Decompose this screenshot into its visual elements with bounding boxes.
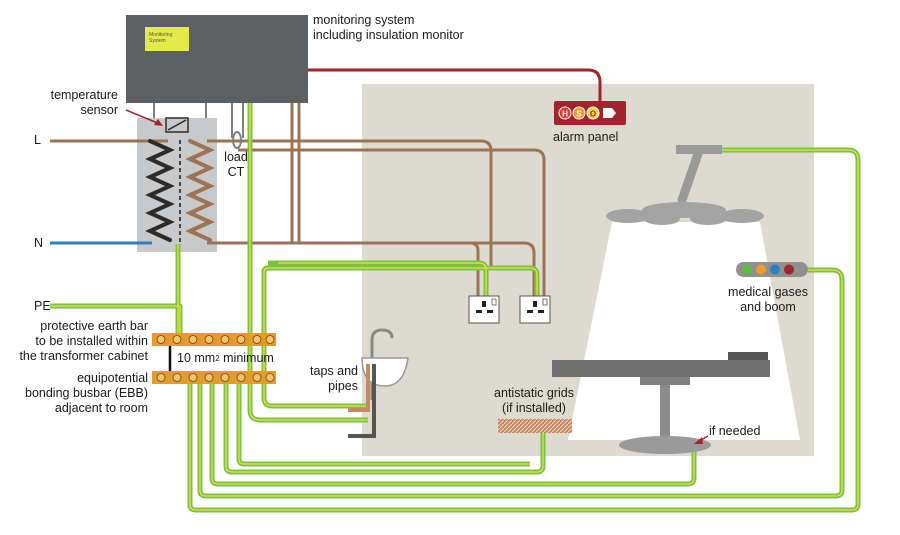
antistatic-grids-label: antistatic grids (if installed) [494, 386, 574, 415]
socket-outlet-1 [468, 295, 500, 324]
minimum-size-label: 10 mm2 minimum [177, 351, 274, 365]
alarm-panel-label: alarm panel [553, 130, 619, 144]
if-needed-label: if needed [709, 424, 761, 438]
medical-gas-boom [736, 262, 808, 277]
operating-lamp [606, 145, 764, 225]
alarm-cable [308, 68, 602, 101]
pe-label: PE [34, 299, 51, 313]
svg-text:S: S [576, 110, 582, 119]
medical-gases-label: medical gases and boom [728, 285, 808, 314]
transformer-primary-coil [145, 139, 175, 242]
monitor-screen-text-1: Monitoring [149, 32, 173, 38]
line-wiring [50, 103, 546, 296]
socket-outlet-2 [519, 295, 551, 324]
neutral-label: N [34, 236, 44, 250]
temperature-sensor [125, 109, 189, 133]
ebb-label: equipotential bonding busbar (EBB) adjac… [25, 371, 148, 415]
antistatic-grid [498, 419, 572, 433]
sensor-pointer-arrow [125, 109, 161, 125]
operating-table [552, 352, 770, 454]
alarm-lamp-o [586, 106, 600, 120]
svg-text:O: O [590, 110, 596, 119]
transformer-secondary-coil [185, 139, 215, 242]
protective-earth-bar-label: protective earth bar to be installed wit… [19, 319, 148, 363]
sink-with-tap [348, 328, 409, 438]
load-ct-label: load CT [224, 150, 248, 179]
temperature-sensor-label: temperature sensor [50, 88, 118, 117]
alarm-lamp-s [572, 106, 586, 120]
protective-earth-bar [152, 333, 276, 346]
line-label: L [34, 133, 41, 147]
taps-and-pipes-label: taps and pipes [310, 364, 358, 393]
svg-text:H: H [562, 110, 568, 119]
alarm-panel: H S O [554, 101, 626, 125]
monitor-screen [145, 27, 189, 51]
equipotential-bonding-busbar [152, 371, 276, 384]
load-ct [232, 131, 242, 149]
mute-button-icon [603, 108, 616, 118]
monitoring-system-label: monitoring system including insulation m… [313, 13, 464, 42]
alarm-lamp-h [558, 106, 572, 120]
earth-wiring [50, 103, 861, 513]
monitoring-system-cabinet: Monitoring System [126, 15, 308, 103]
monitor-screen-text-2: System [149, 38, 166, 44]
